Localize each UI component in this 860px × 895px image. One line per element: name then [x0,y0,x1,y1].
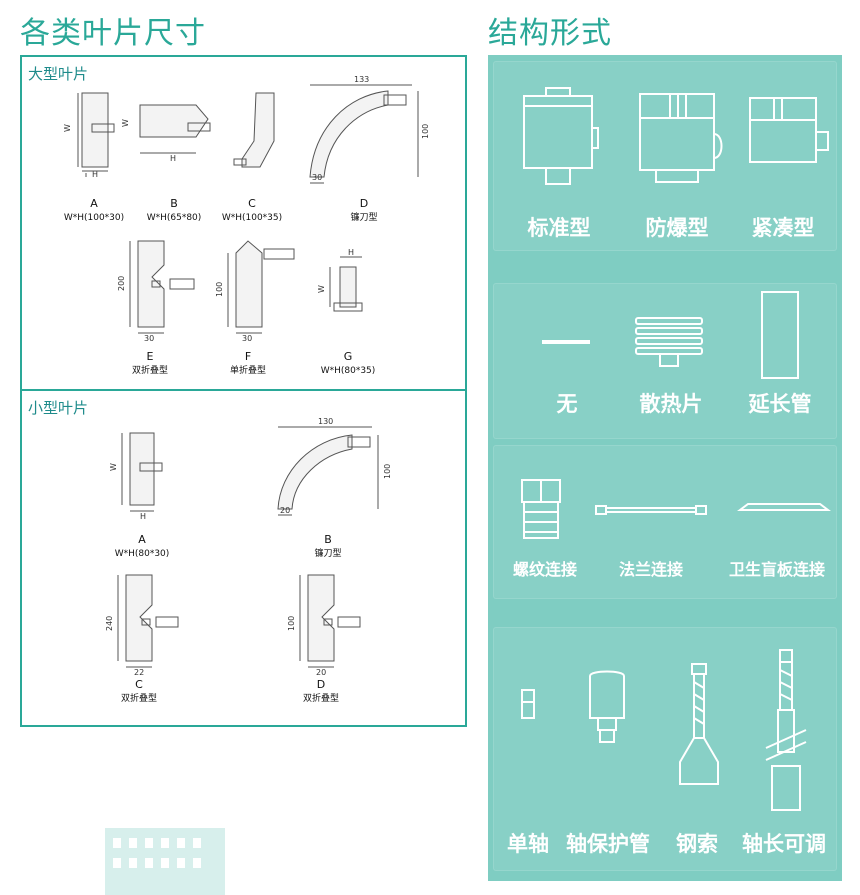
small-blades-panel: 小型叶片 W H 130 100 20 24 [20,389,467,727]
small-c-base-dim: 22 [134,668,144,677]
adjustable-shaft-label: 轴长可调 [742,832,826,856]
large-d-height-dim: 100 [421,124,430,139]
large-blade-a-drawing: W H [63,92,115,179]
large-blades-drawings: W H W H 133 100 30 [63,75,430,343]
large-f-base-dim: 30 [242,334,252,343]
large-blades-panel: 大型叶片 W H W H [20,55,467,391]
sanitary-blind-plate-icon [737,503,831,511]
large-blades-title: 大型叶片 [28,65,89,83]
large-g-h-dim: H [348,248,354,257]
large-blade-e-drawing: 200 30 [117,240,195,343]
structure-forms-panel: 标准型 防爆型 紧凑型 无 散热片 延长管 [488,55,842,881]
sanitary-blind-plate-label: 卫生盲板连接 [728,560,825,579]
small-blades-title: 小型叶片 [28,399,89,417]
large-f-height-dim: 100 [215,282,224,297]
compact-housing-icon [749,97,829,163]
steel-cable-icon [679,663,719,785]
shaft-protection-tube-icon [589,670,625,743]
explosion-proof-housing-icon [639,93,723,183]
threaded-connection-label: 螺纹连接 [512,560,577,579]
small-blade-b-drawing: 130 100 20 [277,417,392,516]
standard-type-label: 标准型 [527,216,591,240]
threaded-connection-icon [521,479,561,539]
small-blades-drawings: W H 130 100 20 240 22 [105,417,392,677]
heat-sink-label: 散热片 [639,392,703,416]
single-shaft-icon [521,689,535,719]
extension-tube-icon [761,291,799,379]
shaft-protection-tube-label: 轴保护管 [566,832,650,856]
large-blade-d-drawing: 133 100 30 [309,75,430,184]
large-b-w-dim: W [121,119,130,127]
blade-sizes-heading: 各类叶片尺寸 [20,16,206,51]
none-option-label: 无 [556,392,578,416]
small-d-base-dim: 20 [316,668,326,677]
flange-connection-label: 法兰连接 [618,560,683,579]
large-a-w-dim: W [63,124,72,132]
small-blade-c-drawing: 240 22 [105,574,179,677]
large-e-height-dim: 200 [117,276,126,291]
small-b-base-dim: 20 [280,506,290,515]
large-d-base-dim: 30 [312,173,322,182]
explosion-proof-type-label: 防爆型 [645,216,709,240]
small-blade-d-drawing: 100 20 [287,574,361,677]
large-a-h-dim: H [92,170,98,179]
none-dash-icon [542,340,590,344]
large-g-w-dim: W [317,285,326,293]
small-blade-a-drawing: W H [109,432,163,521]
small-a-h-dim: H [140,512,146,521]
adjustable-shaft-icon [765,649,807,811]
steel-cable-label: 钢索 [676,832,718,856]
structure-forms-heading: 结构形式 [488,16,612,51]
standard-housing-icon [523,87,599,185]
large-blade-f-drawing: 100 30 [215,240,295,343]
large-blade-c-drawing [233,92,275,168]
small-c-height-dim: 240 [105,616,114,631]
large-b-h-dim: H [170,154,176,163]
large-blade-g-drawing: H W [317,248,363,312]
large-blade-b-drawing: W H [121,104,211,163]
connection-card: 螺纹连接 法兰连接 卫生盲板连接 [493,445,837,599]
flange-connection-icon [595,505,707,515]
large-e-base-dim: 30 [144,334,154,343]
small-d-height-dim: 100 [287,616,296,631]
accessory-card: 无 散热片 延长管 [493,283,837,439]
small-b-width-dim: 130 [318,417,333,426]
large-d-width-dim: 133 [354,75,369,84]
small-a-w-dim: W [109,463,118,471]
building-watermark-icon [105,828,225,895]
shaft-type-card: 单轴 轴保护管 钢索 轴长可调 [493,627,837,871]
small-b-height-dim: 100 [383,464,392,479]
compact-type-label: 紧凑型 [751,216,815,240]
single-shaft-label: 单轴 [507,832,549,856]
heat-sink-icon [635,317,703,367]
housing-type-card: 标准型 防爆型 紧凑型 [493,61,837,251]
extension-tube-label: 延长管 [748,392,812,416]
